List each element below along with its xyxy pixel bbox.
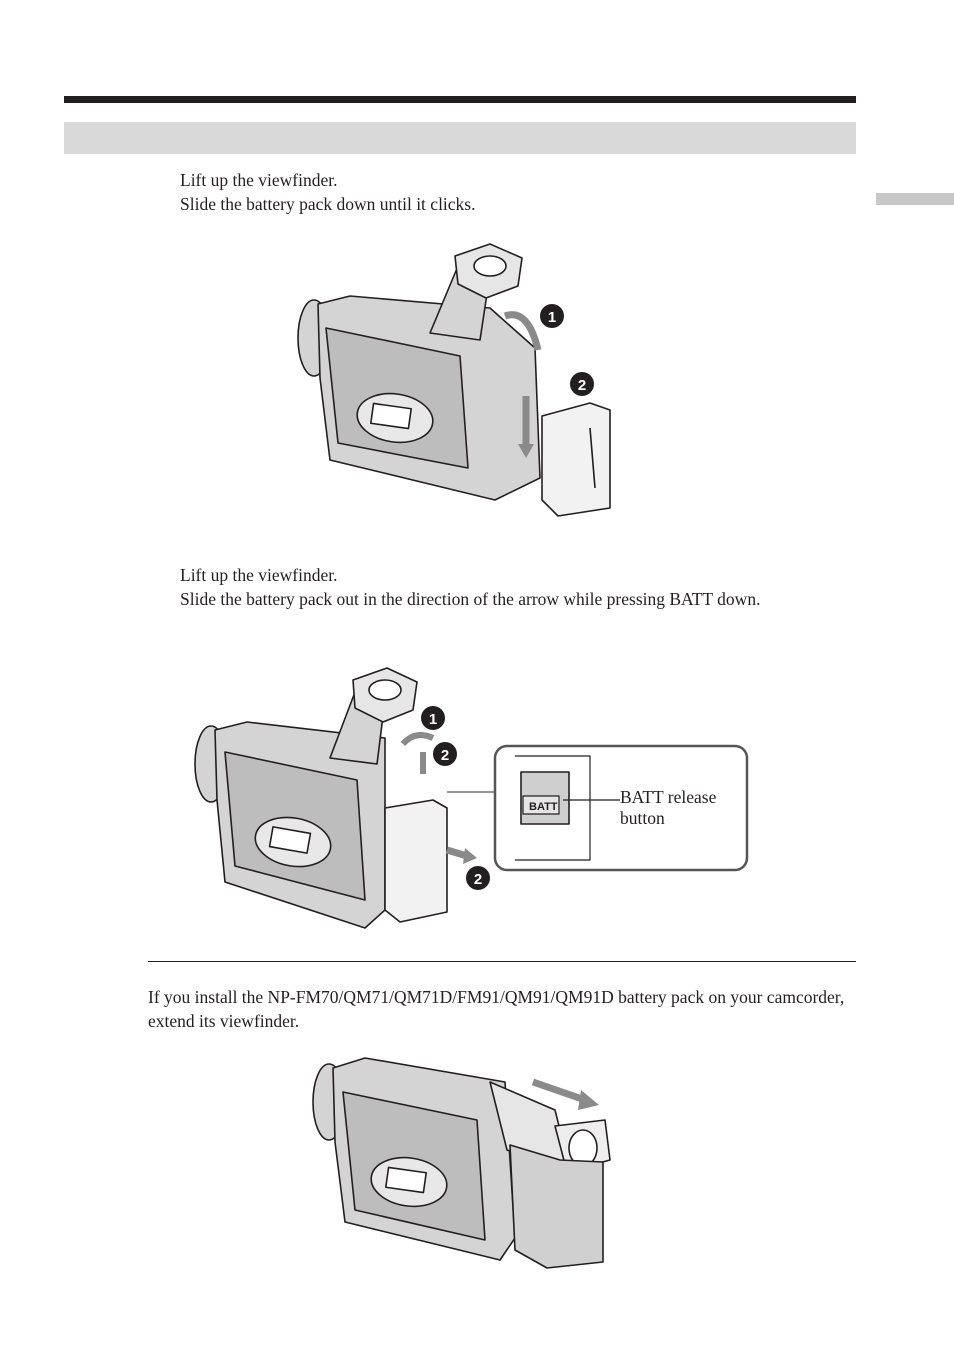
svg-text:1: 1	[548, 309, 556, 326]
step-marker-2: 2	[570, 372, 594, 396]
attach-battery-illustration: 1 2	[297, 243, 611, 517]
battery-pack	[541, 402, 611, 517]
remove-step-1: Lift up the viewfinder.	[180, 565, 338, 585]
section-heading-bar	[64, 122, 856, 154]
svg-text:1: 1	[429, 711, 437, 728]
note-divider	[148, 961, 856, 962]
top-rule	[64, 96, 856, 103]
attach-step-2: Slide the battery pack down until it cli…	[180, 194, 476, 214]
step-marker-2: 2	[466, 866, 490, 890]
remove-instructions: Lift up the viewfinder. Slide the batter…	[180, 563, 860, 611]
step-marker-1: 1	[540, 304, 564, 328]
remove-step-2: Slide the battery pack out in the direct…	[180, 589, 761, 609]
step-marker-2: 2	[433, 742, 457, 766]
attach-instructions: Lift up the viewfinder. Slide the batter…	[180, 168, 860, 216]
remove-battery-illustration: BATT 1 2 2	[194, 667, 749, 929]
svg-text:2: 2	[441, 747, 449, 764]
step-marker-1: 1	[421, 706, 445, 730]
battery-pack	[509, 1144, 604, 1269]
attach-step-1: Lift up the viewfinder.	[180, 170, 338, 190]
batt-release-button-label: BATT release button	[620, 787, 717, 828]
svg-text:2: 2	[578, 377, 586, 394]
svg-text:2: 2	[474, 871, 482, 888]
battery-pack	[384, 799, 448, 923]
note-text: If you install the NP-FM70/QM71/QM71D/FM…	[148, 987, 845, 1031]
batt-tag: BATT	[529, 801, 558, 813]
chapter-tab	[876, 193, 954, 205]
extend-viewfinder-illustration	[312, 1057, 611, 1269]
